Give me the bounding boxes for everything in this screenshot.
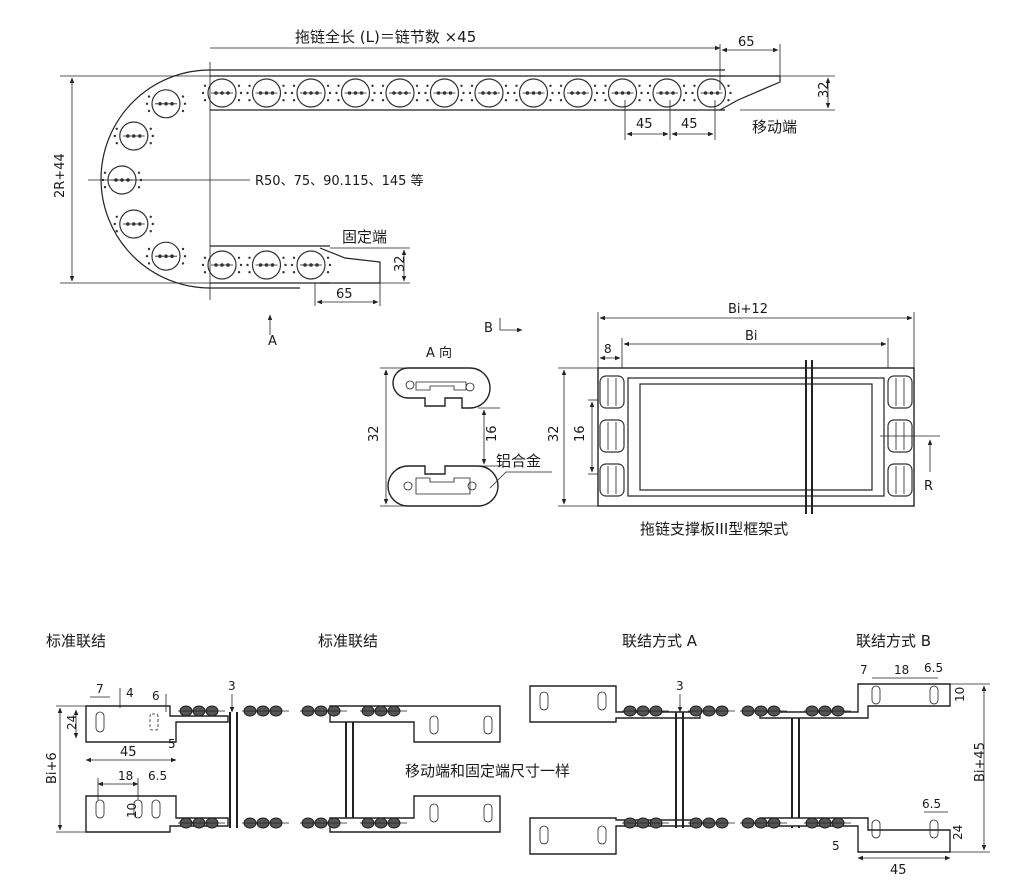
std1-10-dim: 10 <box>125 803 139 818</box>
view-a-section: A 向 32 16 铝合金 <box>367 345 552 507</box>
standard-connection-title-1: 标准联结 <box>46 632 106 650</box>
methodB-10-dim: 10 <box>953 687 967 702</box>
standard-connection-1: Bi+6 24 7 4 6 3 5 45 18 6.5 10 <box>45 679 238 833</box>
height-dim: 2R+44 <box>53 153 68 198</box>
fixed-end-bracket <box>319 247 381 284</box>
std1-bi6-dim: Bi+6 <box>45 752 60 784</box>
connection-roller-chains <box>178 705 851 829</box>
std1-3-dim: 3 <box>228 679 236 693</box>
connection-method-a-title: 联结方式 A <box>622 632 698 650</box>
fixed-65-dim: 65 <box>336 287 353 302</box>
standard-connection-title-2: 标准联结 <box>318 632 378 650</box>
connection-method-a: 3 <box>529 679 701 855</box>
connection-method-b-title: 联结方式 B <box>856 632 931 650</box>
frame-right-side-plate <box>887 375 913 497</box>
total-length-label: 拖链全长 (L)＝链节数 ×45 <box>295 28 476 46</box>
moving-end-label: 移动端 <box>752 118 797 136</box>
moving-end-bracket <box>719 75 781 111</box>
chain-outer-envelope <box>100 69 725 289</box>
view-b-arrow: B <box>484 321 493 336</box>
methodB-bi45-dim: Bi+45 <box>973 742 988 782</box>
chain-elevation: 拖链全长 (L)＝链节数 ×45 65 32 45 45 移动端 R50、75、… <box>53 28 835 349</box>
radius-note: R50、75、90.115、145 等 <box>255 173 424 189</box>
std1-6-dim: 6 <box>152 689 160 703</box>
methodA-3-dim: 3 <box>676 679 684 693</box>
view-a-lower-link <box>387 465 499 507</box>
frame-view-section: Bi+12 Bi 8 32 16 R 拖链支撑板III型框架式 <box>547 302 940 538</box>
std1-7-dim: 7 <box>96 682 104 696</box>
frame-r-label: R <box>924 479 933 494</box>
frame-16-dim: 16 <box>573 425 588 442</box>
frame-side-8: 8 <box>604 342 612 356</box>
methodB-7-dim: 7 <box>860 663 868 677</box>
frame-body <box>597 367 915 507</box>
view-a-title: A 向 <box>426 345 452 361</box>
fixed-end-label: 固定端 <box>342 228 387 246</box>
frame-left-side-plate <box>599 375 625 497</box>
top-32-dim: 32 <box>817 81 832 98</box>
pitch-dim-2: 45 <box>681 117 698 132</box>
methodB-18-dim: 18 <box>894 663 909 677</box>
top-65-dim: 65 <box>738 35 755 50</box>
methodB-5-dim: 5 <box>832 839 840 853</box>
same-size-note: 移动端和固定端尺寸一样 <box>405 762 570 780</box>
methodB-65b-dim: 6.5 <box>922 797 941 811</box>
view-a-arrow: A <box>268 334 277 349</box>
std1-65-dim: 6.5 <box>148 769 167 783</box>
std1-4-dim: 4 <box>126 686 134 700</box>
methodB-24-dim: 24 <box>951 825 965 840</box>
std1-45-dim: 45 <box>120 745 137 760</box>
std1-24-dim: 24 <box>65 715 79 730</box>
std1-5-dim: 5 <box>168 737 176 751</box>
view-a-16-dim: 16 <box>485 425 500 442</box>
connection-method-b: 7 18 6.5 10 Bi+45 6.5 24 5 45 <box>759 661 990 878</box>
pitch-dim-1: 45 <box>636 117 653 132</box>
frame-caption: 拖链支撑板III型框架式 <box>640 520 788 538</box>
frame-outer-width: Bi+12 <box>728 302 768 317</box>
view-a-upper-link <box>392 367 491 409</box>
fixed-32-dim: 32 <box>393 255 408 272</box>
curve-chain-links <box>101 89 187 271</box>
view-a-32-dim: 32 <box>367 425 382 442</box>
aluminum-label: 铝合金 <box>496 452 541 470</box>
methodB-65-dim: 6.5 <box>924 661 943 675</box>
lower-chain-links <box>201 250 332 280</box>
methodB-45-dim: 45 <box>890 863 907 878</box>
frame-inner-width: Bi <box>745 329 758 344</box>
frame-32-dim: 32 <box>547 425 562 442</box>
std1-18-dim: 18 <box>118 769 133 783</box>
upper-chain-links <box>201 78 732 108</box>
